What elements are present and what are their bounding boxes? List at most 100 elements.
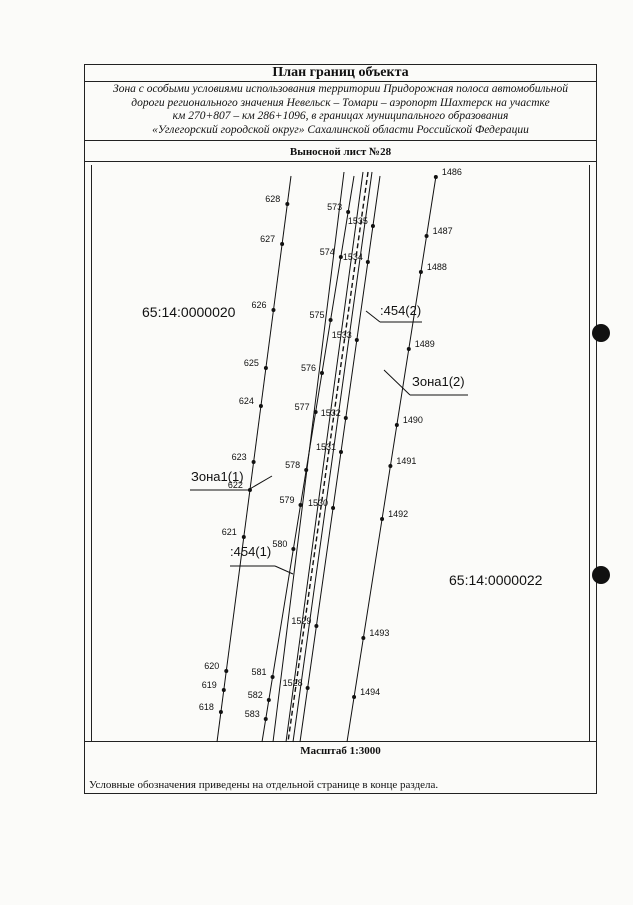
- boundary-point-marker: [394, 423, 399, 427]
- boundary-point-label: 1491: [396, 456, 416, 466]
- boundary-point-label: 1493: [369, 628, 389, 638]
- boundary-point-label: 627: [260, 234, 275, 244]
- boundary-point-marker: [270, 675, 275, 679]
- boundary-point-marker: [291, 547, 296, 551]
- callout-leader: [383, 369, 411, 396]
- boundary-point-label: 618: [199, 702, 214, 712]
- boundary-point-label: 578: [285, 460, 300, 470]
- boundary-point-label: 626: [251, 300, 266, 310]
- corridor-line: [272, 171, 345, 743]
- boundary-point-marker: [433, 175, 438, 179]
- boundary-point-label: 1531: [316, 442, 336, 452]
- boundary-point-marker: [361, 636, 366, 640]
- boundary-point-marker: [380, 517, 385, 521]
- boundary-point-label: 1530: [308, 498, 328, 508]
- boundary-point-marker: [263, 717, 268, 721]
- boundary-point-marker: [406, 347, 411, 351]
- boundary-point-marker: [319, 371, 324, 375]
- boundary-point-marker: [221, 688, 226, 692]
- boundary-point-marker: [424, 234, 429, 238]
- parcel-label-right: 65:14:0000022: [449, 572, 543, 588]
- boundary-point-marker: [365, 260, 370, 264]
- boundary-point-label: 624: [239, 396, 254, 406]
- boundary-points: [218, 175, 438, 721]
- boundary-point-marker: [258, 404, 263, 408]
- boundary-point-marker: [218, 710, 223, 714]
- scale-label: Масштаб 1:3000: [85, 741, 596, 760]
- boundary-point-label: 1529: [291, 616, 311, 626]
- boundary-point-label: 576: [301, 363, 316, 373]
- callout-label: :454(1): [230, 544, 271, 559]
- corridor-line: [292, 171, 373, 743]
- boundary-point-marker: [346, 210, 351, 214]
- boundary-point-marker: [224, 669, 229, 673]
- sheet-label: Выносной лист №28: [85, 141, 596, 162]
- boundary-point-label: 628: [265, 194, 280, 204]
- boundary-point-marker: [338, 255, 343, 259]
- boundary-point-label: 1533: [332, 330, 352, 340]
- boundary-point-marker: [271, 308, 276, 312]
- zone-description: Зона с особыми условиями использования т…: [85, 81, 596, 141]
- boundary-point-marker: [370, 224, 375, 228]
- boundary-point-label: 1492: [388, 509, 408, 519]
- boundary-point-marker: [388, 464, 393, 468]
- boundary-point-marker: [247, 488, 252, 492]
- boundary-point-label: 579: [279, 495, 294, 505]
- boundary-point-label: 575: [310, 310, 325, 320]
- boundary-point-marker: [280, 242, 285, 246]
- boundary-point-marker: [328, 318, 333, 322]
- boundary-point-marker: [313, 410, 318, 414]
- boundary-point-label: 1494: [360, 687, 380, 697]
- boundary-point-label: 581: [252, 667, 267, 677]
- boundary-point-marker: [266, 698, 271, 702]
- boundary-point-label: 577: [295, 402, 310, 412]
- boundary-point-label: 625: [244, 358, 259, 368]
- zone-description-line: Зона с особыми условиями использования т…: [113, 83, 568, 95]
- plan-sheet: План границ объекта Зона с особыми услов…: [84, 64, 597, 794]
- boundary-point-label: 1535: [348, 216, 368, 226]
- boundary-point-marker: [314, 624, 319, 628]
- callout-leader: [247, 475, 273, 491]
- boundary-point-label: 573: [327, 202, 342, 212]
- callout-label: Зона1(1): [191, 469, 244, 484]
- map-frame: [91, 165, 590, 742]
- boundary-point-marker: [241, 535, 246, 539]
- boundary-point-marker: [305, 686, 310, 690]
- map-labels: 6286276266256246236226216206196185735745…: [142, 167, 543, 719]
- zone-description-line: км 270+807 – км 286+1096, в границах мун…: [172, 110, 509, 123]
- boundary-point-label: 622: [228, 480, 243, 490]
- legend-note: Условные обозначения приведены на отдель…: [89, 779, 439, 791]
- boundary-point-label: 1486: [442, 167, 462, 177]
- boundary-point-label: 1488: [427, 262, 447, 272]
- binder-hole: [592, 566, 610, 584]
- boundary-point-label: 1532: [321, 408, 341, 418]
- boundary-point-label: 623: [232, 452, 247, 462]
- callout-label: Зона1(2): [412, 374, 465, 389]
- callout-leader: [365, 310, 381, 323]
- binder-hole: [592, 324, 610, 342]
- parcel-label-left: 65:14:0000020: [142, 304, 236, 320]
- callout-label: :454(2): [380, 303, 421, 318]
- boundary-point-marker: [285, 202, 290, 206]
- boundary-point-label: 1534: [343, 252, 363, 262]
- boundary-point-label: 580: [272, 539, 287, 549]
- boundary-point-marker: [251, 460, 256, 464]
- boundary-line-c: [299, 175, 381, 743]
- boundary-point-marker: [298, 503, 303, 507]
- boundary-line-a: [216, 175, 292, 743]
- boundary-point-marker: [343, 416, 348, 420]
- zone-description-line: «Углегорский городской округ» Сахалинско…: [152, 123, 529, 136]
- boundary-point-marker: [418, 270, 423, 274]
- boundary-point-label: 619: [202, 680, 217, 690]
- boundary-point-marker: [352, 695, 357, 699]
- boundary-point-label: 583: [245, 709, 260, 719]
- boundary-point-marker: [354, 338, 359, 342]
- boundary-point-label: 574: [320, 247, 335, 257]
- boundary-point-marker: [304, 468, 309, 472]
- boundary-point-label: 620: [204, 661, 219, 671]
- boundary-point-label: 1487: [433, 226, 453, 236]
- boundary-point-label: 582: [248, 690, 263, 700]
- callout-leader: [274, 565, 294, 575]
- boundary-point-marker: [331, 506, 336, 510]
